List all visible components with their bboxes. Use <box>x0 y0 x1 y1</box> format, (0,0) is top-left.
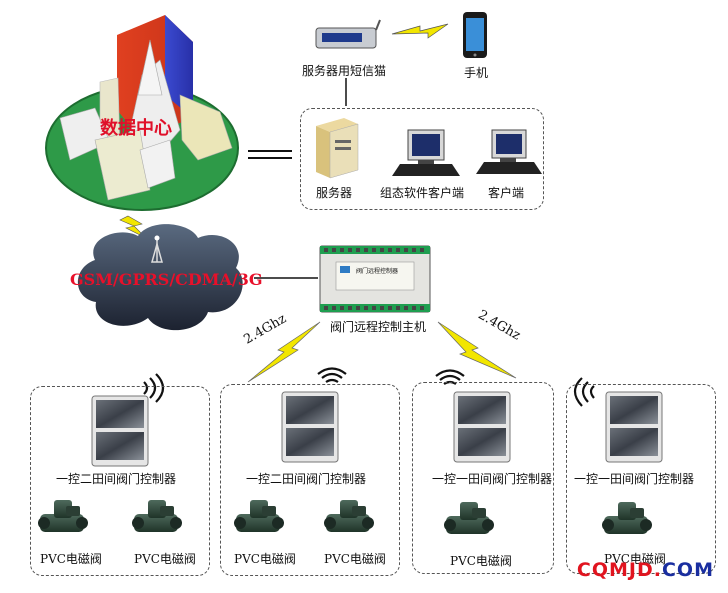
valve-label: PVC电磁阀 <box>324 552 386 566</box>
client-pc-icon <box>476 129 542 174</box>
host-label: 阀门远程控制主机 <box>330 320 427 334</box>
controller-4-label: 一控一田间阀门控制器 <box>574 472 695 486</box>
valve-label: PVC电磁阀 <box>40 552 102 566</box>
data-center-label: 数据中心 <box>100 118 172 139</box>
valve-label: PVC电磁阀 <box>604 552 666 566</box>
network-lightning-icon <box>119 215 147 239</box>
phone-icon <box>463 12 487 58</box>
controller-1-label: 一控二田间阀门控制器 <box>56 472 177 486</box>
solar-controller-3-icon <box>453 391 511 463</box>
remote-control-host-icon <box>319 245 431 313</box>
solar-controller-2-icon <box>281 391 339 463</box>
network-cloud-illustration <box>77 224 243 331</box>
watermark-part3: COM <box>661 559 714 581</box>
controller-box-2 <box>220 384 400 576</box>
solar-controller-4-icon <box>605 391 663 463</box>
controller-2-label: 一控二田间阀门控制器 <box>246 472 367 486</box>
scada-client-pc-icon <box>392 129 460 176</box>
wireless-lightning-right-icon <box>437 321 517 379</box>
valve-label: PVC电磁阀 <box>134 552 196 566</box>
server-label: 服务器 <box>316 186 353 200</box>
data-center-illustration <box>45 15 239 211</box>
valve-icons <box>38 500 652 534</box>
valve-label: PVC电磁阀 <box>234 552 296 566</box>
watermark-part1: CQMJD <box>576 559 654 581</box>
phone-label: 手机 <box>464 66 489 80</box>
wireless-lightning-left-icon <box>247 321 321 383</box>
solar-controller-1-icon <box>91 395 149 467</box>
watermark-logo: CQMJD.COM <box>577 559 714 581</box>
client-label: 客户端 <box>488 186 525 200</box>
watermark-part2: . <box>653 559 662 581</box>
controller-box-4 <box>566 384 716 574</box>
server-icon <box>316 118 359 179</box>
network-label: GSM/GPRS/CDMA/3G <box>70 270 263 289</box>
sms-modem-label: 服务器用短信猫 <box>302 64 387 78</box>
controller-box-3 <box>412 382 554 574</box>
server-group-box <box>300 108 544 210</box>
valve-label: PVC电磁阀 <box>450 554 512 568</box>
wireless-link-icon <box>391 23 449 39</box>
sms-modem-icon <box>315 19 381 49</box>
scada-client-label: 组态软件客户端 <box>380 186 465 200</box>
host-panel-text: 阀门远程控制器 <box>356 268 399 275</box>
controller-box-1 <box>30 386 210 576</box>
controller-3-label: 一控一田间阀门控制器 <box>432 472 553 486</box>
